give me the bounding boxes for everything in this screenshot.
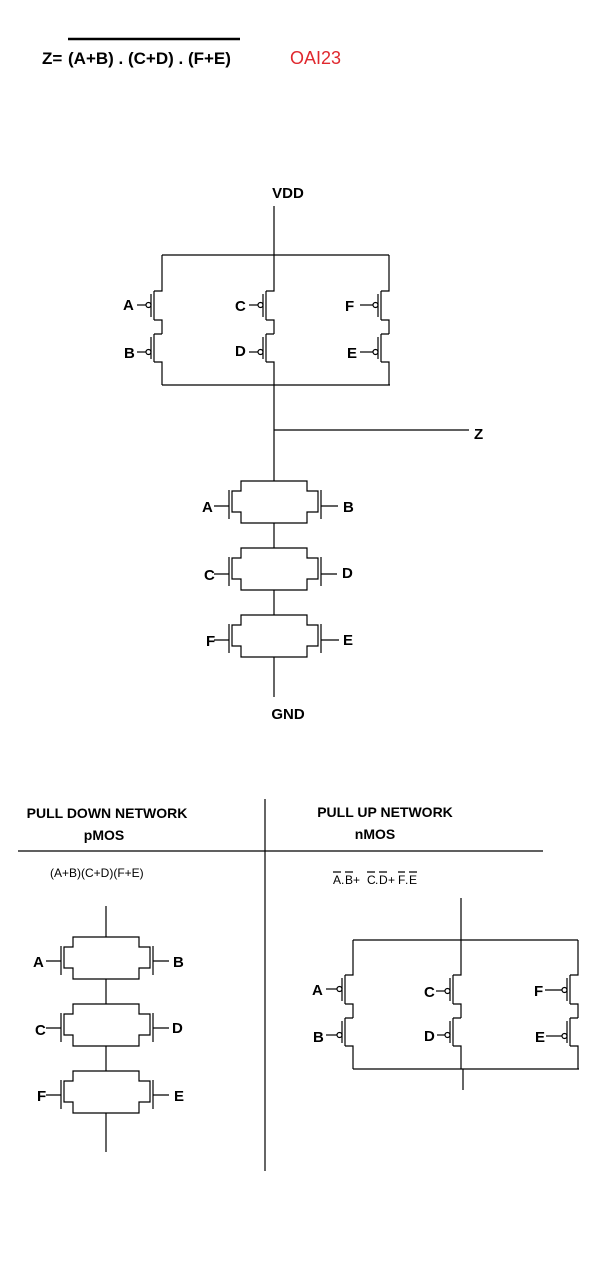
expr-term: . — [405, 873, 408, 887]
table-pull-down-network — [46, 906, 169, 1152]
right-gate-label: E — [535, 1029, 545, 1046]
pmos-gate-label: B — [124, 345, 135, 362]
right-gate-label: C — [424, 984, 435, 1001]
equation-prefix: Z= — [42, 49, 62, 68]
expr-term: . — [341, 873, 344, 887]
left-header-subtitle: pMOS — [84, 827, 124, 843]
expr-term: F — [398, 873, 405, 887]
left-gate-label: A — [33, 954, 44, 971]
main-pull-up-network — [137, 254, 390, 386]
expr-term: + — [353, 873, 360, 887]
left-gate-label: E — [174, 1088, 184, 1105]
pmos-gate-label: E — [347, 345, 357, 362]
right-gate-label: A — [312, 982, 323, 999]
expr-term: . — [375, 873, 378, 887]
expr-term: E — [409, 873, 417, 887]
right-expression: A . B + C . D + F . E — [333, 871, 417, 887]
pmos-gate-label: A — [123, 297, 134, 314]
pmos-gate-label: F — [345, 298, 354, 315]
nmos-gate-label: A — [202, 499, 213, 516]
expr-term: D — [379, 873, 388, 887]
nmos-gate-label: E — [343, 632, 353, 649]
left-gate-label: F — [37, 1088, 46, 1105]
equation-expression: (A+B) . (C+D) . (F+E) — [68, 49, 231, 68]
nmos-gate-label: D — [342, 565, 353, 582]
left-gate-label: D — [172, 1020, 183, 1037]
pmos-gate-label: D — [235, 343, 246, 360]
left-gate-label: C — [35, 1022, 46, 1039]
left-gate-label: B — [173, 954, 184, 971]
table-pull-up-network — [326, 898, 579, 1090]
gnd-label: GND — [271, 706, 305, 723]
nmos-gate-label: B — [343, 499, 354, 516]
pmos-gate-label: C — [235, 298, 246, 315]
nmos-gate-label: C — [204, 567, 215, 584]
expr-term: C — [367, 873, 376, 887]
expr-term: A — [333, 873, 341, 887]
right-gate-label: D — [424, 1028, 435, 1045]
left-header-title: PULL DOWN NETWORK — [27, 805, 188, 821]
left-expression: (A+B)(C+D)(F+E) — [50, 866, 144, 880]
main-pull-down-network — [214, 480, 339, 697]
vdd-label: VDD — [272, 185, 304, 202]
right-gate-label: B — [313, 1029, 324, 1046]
right-header-title: PULL UP NETWORK — [317, 804, 453, 820]
output-label: Z — [474, 426, 483, 443]
right-header-subtitle: nMOS — [355, 826, 395, 842]
gate-type-label: OAI23 — [290, 48, 341, 68]
expr-term: B — [345, 873, 353, 887]
expr-term: + — [388, 873, 395, 887]
nmos-gate-label: F — [206, 633, 215, 650]
right-gate-label: F — [534, 983, 543, 1000]
